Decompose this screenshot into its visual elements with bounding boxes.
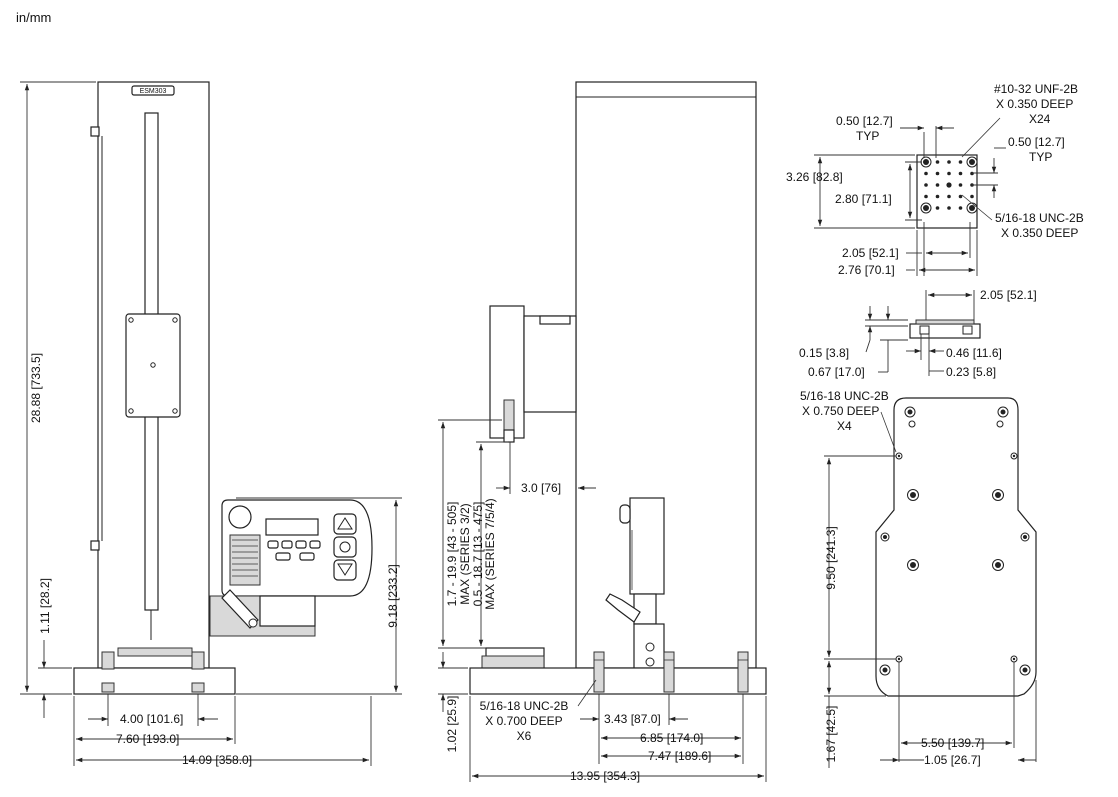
plate-hole <box>935 206 940 210</box>
plate-hole <box>946 182 952 188</box>
plate-side: 2.05 [52.1] 0.15 [3.8] 0.67 [17.0] 0.46 … <box>799 288 1037 379</box>
controller <box>209 499 373 637</box>
offset-right-line1: 0.50 [12.7] <box>1008 135 1065 149</box>
plate-hole <box>935 171 940 176</box>
plate-side-thickness-label: 0.15 [3.8] <box>799 346 849 360</box>
plate-hole <box>935 194 940 199</box>
base-edge-offset-label: 1.67 [42.5] <box>824 706 838 763</box>
model-label: ESM303 <box>140 88 167 95</box>
base-front <box>73 667 236 695</box>
plate-hole <box>924 194 928 199</box>
plate-height-inner-label: 2.80 [71.1] <box>835 192 892 206</box>
base-hole-width-label: 5.50 [139.7] <box>921 736 984 750</box>
controller-side <box>629 497 665 595</box>
front-height-label: 28.88 [733.5] <box>29 353 43 423</box>
overall-length-label: 13.95 [354.3] <box>570 769 640 783</box>
side-thread-line1: 5/16-18 UNC-2B <box>480 699 569 713</box>
column-side <box>575 81 757 669</box>
travel-b-line1: 0.5 - 18.7 [13 - 475] <box>471 502 485 607</box>
controller-height-label: 9.18 [233.2] <box>386 564 400 627</box>
base-plan: 5/16-18 UNC-2B X 0.750 DEEP X4 9.50 [241… <box>800 389 1037 768</box>
base-outline <box>875 397 1037 697</box>
plate-width-outer-label: 2.76 [70.1] <box>838 263 895 277</box>
units-label: in/mm <box>16 10 52 25</box>
dim-b-label: 6.85 [174.0] <box>640 731 703 745</box>
plate-hole <box>969 159 975 165</box>
plate-side-width-label: 2.05 [52.1] <box>980 288 1037 302</box>
base-depth-label: 7.60 [193.0] <box>116 732 179 746</box>
plate-hole <box>958 206 963 210</box>
large-thread-line1: 5/16-18 UNC-2B <box>995 211 1084 225</box>
travel-a-line2: MAX (SERIES 3/2) <box>458 503 472 604</box>
side-thread-line2: X 0.700 DEEP <box>485 714 562 728</box>
plate-hole <box>947 194 951 199</box>
base-side <box>469 667 767 695</box>
base-thread-line3: X4 <box>837 419 852 433</box>
plate-side-offset-label: 0.23 [5.8] <box>946 365 996 379</box>
plate-hole <box>924 171 928 176</box>
travel-a-line1: 1.7 - 19.9 [43 - 505] <box>445 502 459 607</box>
dim-c-label: 7.47 [189.6] <box>648 749 711 763</box>
offset-left-line1: 0.50 [12.7] <box>836 114 893 128</box>
small-thread-line2: X 0.350 DEEP <box>996 97 1073 111</box>
plate-detail: 3.26 [82.8] 2.80 [71.1] 0.50 [12.7] TYP … <box>786 82 1084 277</box>
plate-hole <box>969 205 975 211</box>
plate-height-outer-label: 3.26 [82.8] <box>786 170 843 184</box>
model-plate <box>131 85 175 96</box>
small-thread-line3: X24 <box>1029 112 1051 126</box>
plate-hole <box>935 160 940 164</box>
plate-width-inner-label: 2.05 [52.1] <box>842 246 899 260</box>
dim-a-label: 3.43 [87.0] <box>604 712 661 726</box>
plate-side-boss-label: 0.46 [11.6] <box>946 346 1002 360</box>
small-thread-line1: #10-32 UNF-2B <box>994 82 1078 96</box>
front-view: ESM303 <box>20 81 402 767</box>
offset-left-line2: TYP <box>856 129 879 143</box>
plate-side-height-label: 0.67 [17.0] <box>808 365 865 379</box>
plate-hole <box>958 194 963 199</box>
base-side-offset-label: 1.05 [26.7] <box>924 753 981 767</box>
side-view: 1.7 - 19.9 [43 - 505] MAX (SERIES 3/2) 0… <box>438 81 767 783</box>
side-thread-line3: X6 <box>517 729 532 743</box>
plate-hole <box>923 205 929 211</box>
base-thread-line2: X 0.750 DEEP <box>802 404 879 418</box>
plate-hole <box>947 171 951 176</box>
plate-hole <box>924 183 928 187</box>
plate-hole <box>970 171 974 176</box>
plate-hole <box>947 160 951 164</box>
plate-hole <box>958 171 963 176</box>
side-base-height-label: 1.02 [25.9] <box>445 696 459 753</box>
throat-label: 3.0 [76] <box>521 481 561 495</box>
hole-spacing-label: 4.00 [101.6] <box>120 712 183 726</box>
plate-hole <box>935 183 940 187</box>
plate-hole <box>958 183 963 187</box>
front-base-height-label: 1.11 [28.2] <box>38 578 52 634</box>
base-thread-line1: 5/16-18 UNC-2B <box>800 389 889 403</box>
large-thread-line2: X 0.350 DEEP <box>1001 226 1078 240</box>
travel-b-line2: MAX (SERIES 7/5/4) <box>483 498 497 609</box>
base-hole-span-label: 9.50 [241.3] <box>824 526 838 589</box>
plate-hole <box>970 194 974 199</box>
overall-width-label: 14.09 [358.0] <box>182 753 252 767</box>
offset-right-line2: TYP <box>1029 150 1052 164</box>
plate-hole <box>923 159 929 165</box>
plate-hole <box>958 160 963 164</box>
plate-hole <box>947 206 951 210</box>
